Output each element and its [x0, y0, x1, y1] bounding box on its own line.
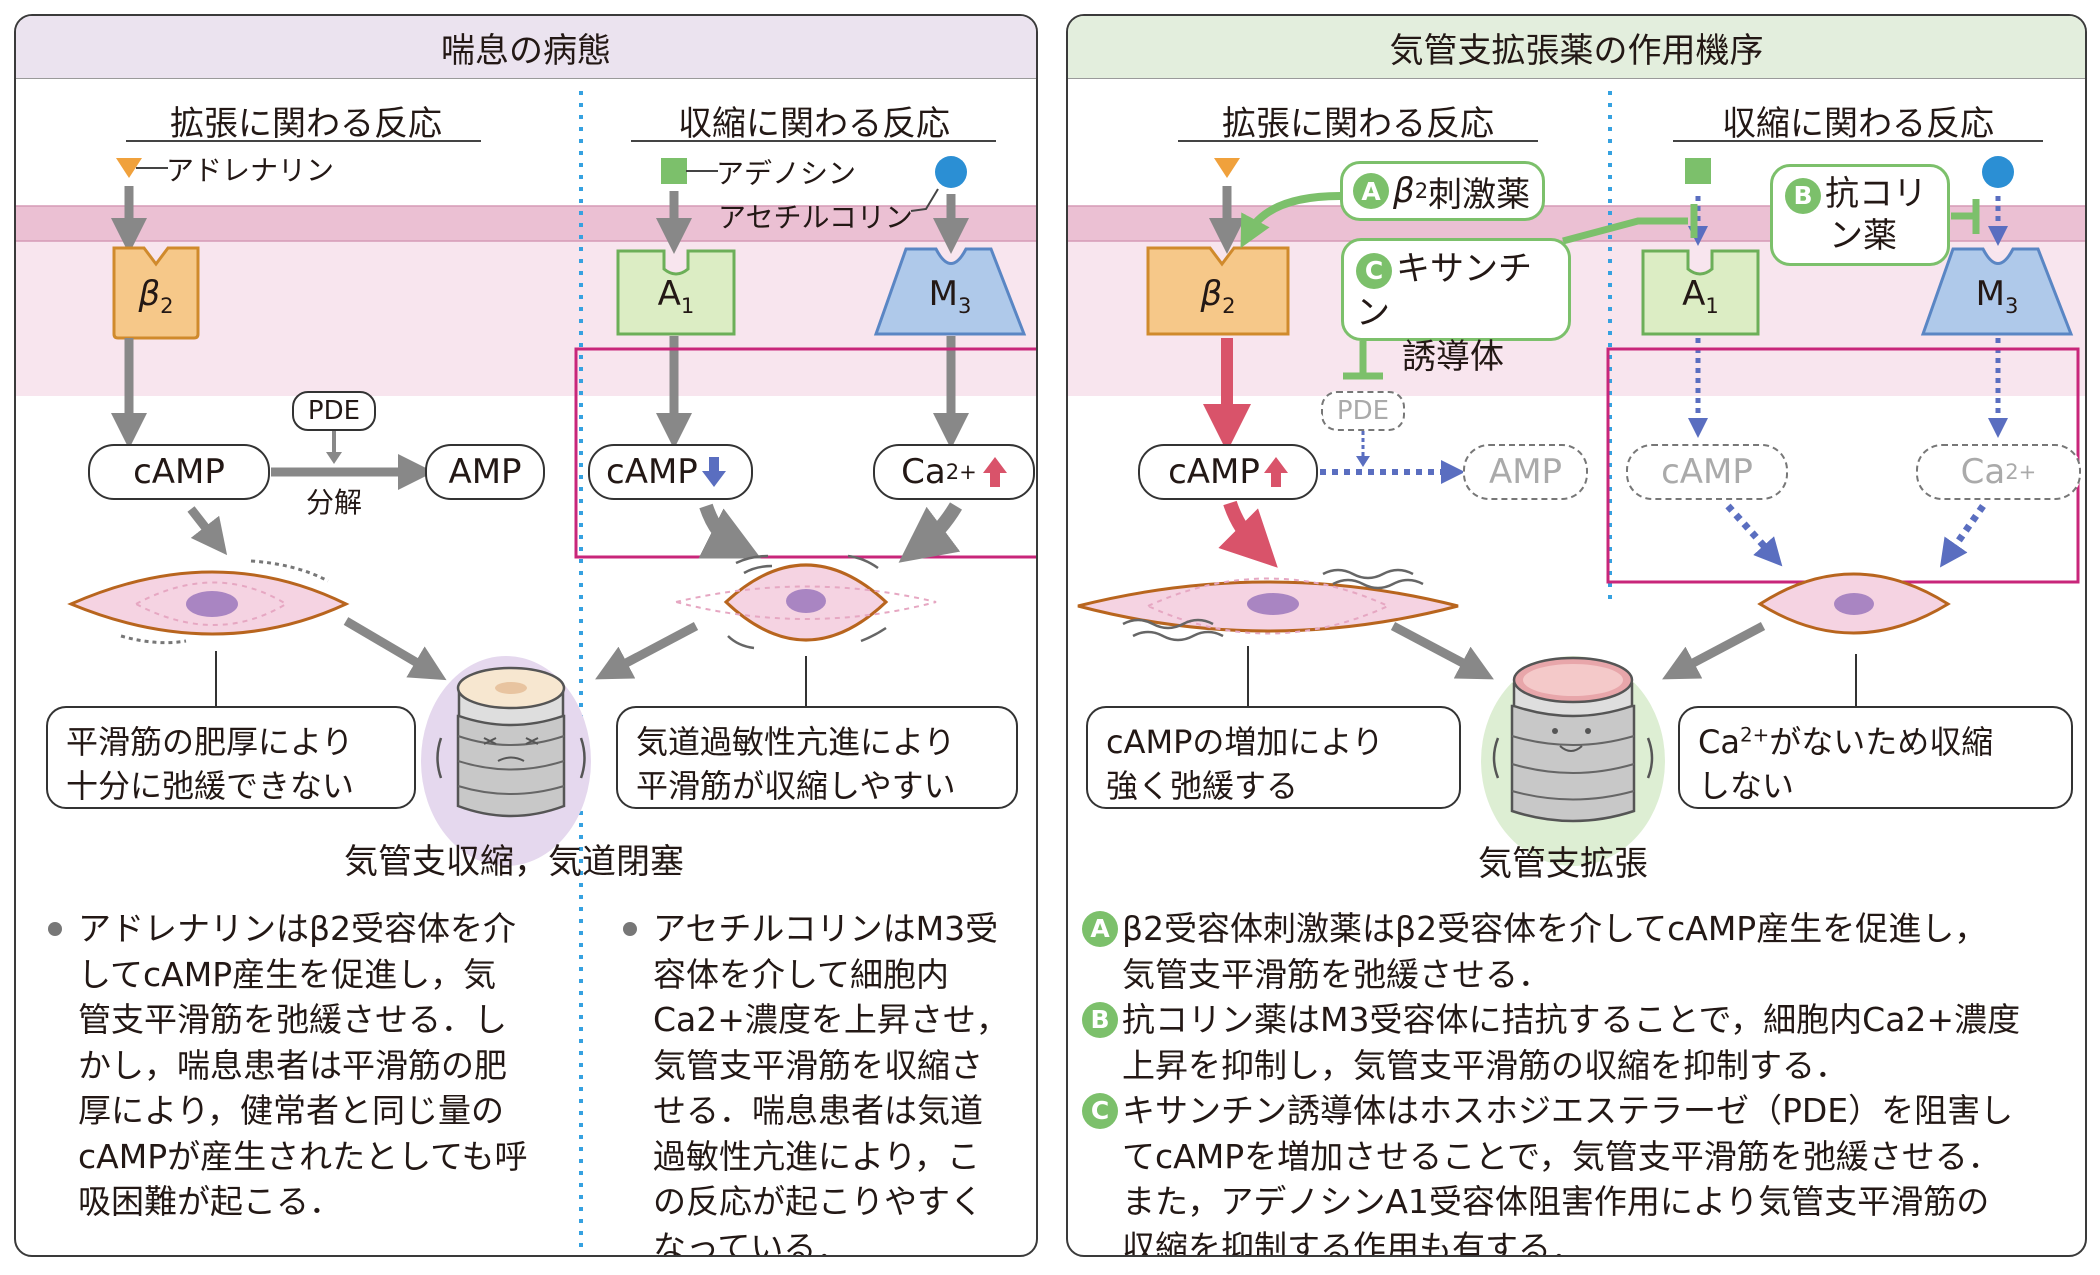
- badge-a-icon: A: [1353, 173, 1389, 209]
- badge-c-icon: C: [1356, 252, 1392, 289]
- drug-c-inhibit-a1: [1562, 217, 1688, 245]
- decrease-arrow-icon: [701, 457, 726, 487]
- camp-node: cAMP: [88, 444, 270, 500]
- amp-ghost-node: AMP: [1463, 444, 1588, 500]
- m3-receptor-right: [1920, 247, 2074, 336]
- note-a: A β2受容体刺激薬はβ2受容体を介してcAMP産生を促進し， 気管支平滑筋を弛…: [1082, 906, 2082, 997]
- camp-ghost-node: cAMP: [1626, 444, 1788, 500]
- drug-a-stimulate-arrow: [1240, 192, 1341, 249]
- right-callout-camp-increase: cAMPの増加により 強く弛緩する: [1086, 706, 1461, 809]
- increase-arrow-icon: [982, 457, 1007, 487]
- a1-receptor: [616, 249, 736, 336]
- left-sub-contract: 収縮に関わる反応: [678, 104, 950, 144]
- acetylcholine-circle-icon: [935, 156, 967, 188]
- right-panel-title: 気管支拡張薬の作用機序: [1068, 16, 2085, 79]
- camp-down-node: cAMP: [588, 444, 753, 500]
- adenosine-square-icon-right: [1685, 158, 1711, 184]
- adrenaline-label: アドレナリン: [166, 154, 335, 187]
- right-sub-relax: 拡張に関わる反応: [1222, 104, 1494, 144]
- left-cell-nucleus: [186, 591, 238, 617]
- beta2-label-right: β2: [1200, 274, 1236, 318]
- cell-membrane: [16, 206, 1036, 241]
- pde-inhibited-label: PDE: [1321, 391, 1405, 431]
- badge-b-icon: B: [1785, 177, 1821, 214]
- left-diagram-svg: [16, 91, 1036, 1254]
- right-sub-contract: 収縮に関わる反応: [1722, 104, 1994, 144]
- a1-receptor-right: [1641, 249, 1760, 336]
- constricted-bronchus: [436, 666, 586, 818]
- beta2-receptor: [112, 246, 200, 340]
- acetylcholine-circle-icon-right: [1982, 156, 2014, 188]
- left-callout-thickening: 平滑筋の肥厚により 十分に弛緩できない: [46, 706, 416, 809]
- a1-label-right: A1: [1682, 274, 1719, 318]
- acetylcholine-label: アセチルコリン: [718, 201, 913, 234]
- camp-up-node: cAMP: [1138, 444, 1318, 500]
- drug-notes: A β2受容体刺激薬はβ2受容体を介してcAMP産生を促進し， 気管支平滑筋を弛…: [1082, 906, 2082, 1255]
- beta2-label: β2: [138, 274, 174, 318]
- adenosine-square-icon: [661, 158, 687, 184]
- left-bronchus-caption: 気管支収縮，気道閉塞: [344, 842, 684, 882]
- left-callout-hyperresponsive: 気道過敏性亢進により 平滑筋が収縮しやすい: [616, 706, 1018, 809]
- m3-label: M3: [928, 274, 972, 318]
- m3-receptor: [873, 247, 1027, 336]
- contraction-highlight-box: [574, 347, 1036, 559]
- pde-label: PDE: [292, 391, 376, 431]
- left-panel: 喘息の病態: [14, 14, 1038, 1257]
- right-panel: 気管支拡張薬の作用機序: [1066, 14, 2087, 1257]
- dilated-bronchus: [1492, 656, 1654, 823]
- adrenaline-triangle-icon-right: [1214, 158, 1240, 178]
- right-callout-no-calcium: Ca2+がないため収縮 しない: [1678, 706, 2073, 809]
- left-panel-title: 喘息の病態: [16, 16, 1036, 79]
- left-text-acetylcholine: アセチルコリンはM3受 容体を介して細胞内 Ca2+濃度を上昇させ， 気管支平滑…: [621, 906, 1021, 1255]
- adenosine-label: アデノシン: [716, 157, 857, 190]
- right-bronchus-caption: 気管支拡張: [1478, 844, 1648, 884]
- left-sub-relax: 拡張に関わる反応: [170, 104, 442, 144]
- note-b: B 抗コリン薬はM3受容体に拮抗することで，細胞内Ca2+濃度 上昇を抑制し，気…: [1082, 997, 2082, 1088]
- adrenaline-triangle-icon: [116, 158, 142, 178]
- breakdown-label: 分解: [306, 486, 363, 519]
- note-c: C キサンチン誘導体はホスホジエステラーゼ（PDE）を阻害し てcAMPを増加さ…: [1082, 1088, 2082, 1255]
- increase-arrow-icon-right: [1263, 457, 1288, 487]
- a1-label: A1: [657, 274, 695, 318]
- left-text-adrenaline: アドレナリンはβ2受容体を介 してcAMP産生を促進し，気 管支平滑筋を弛緩させ…: [46, 906, 566, 1225]
- m3-label-right: M3: [1975, 274, 2019, 318]
- amp-node: AMP: [425, 444, 545, 500]
